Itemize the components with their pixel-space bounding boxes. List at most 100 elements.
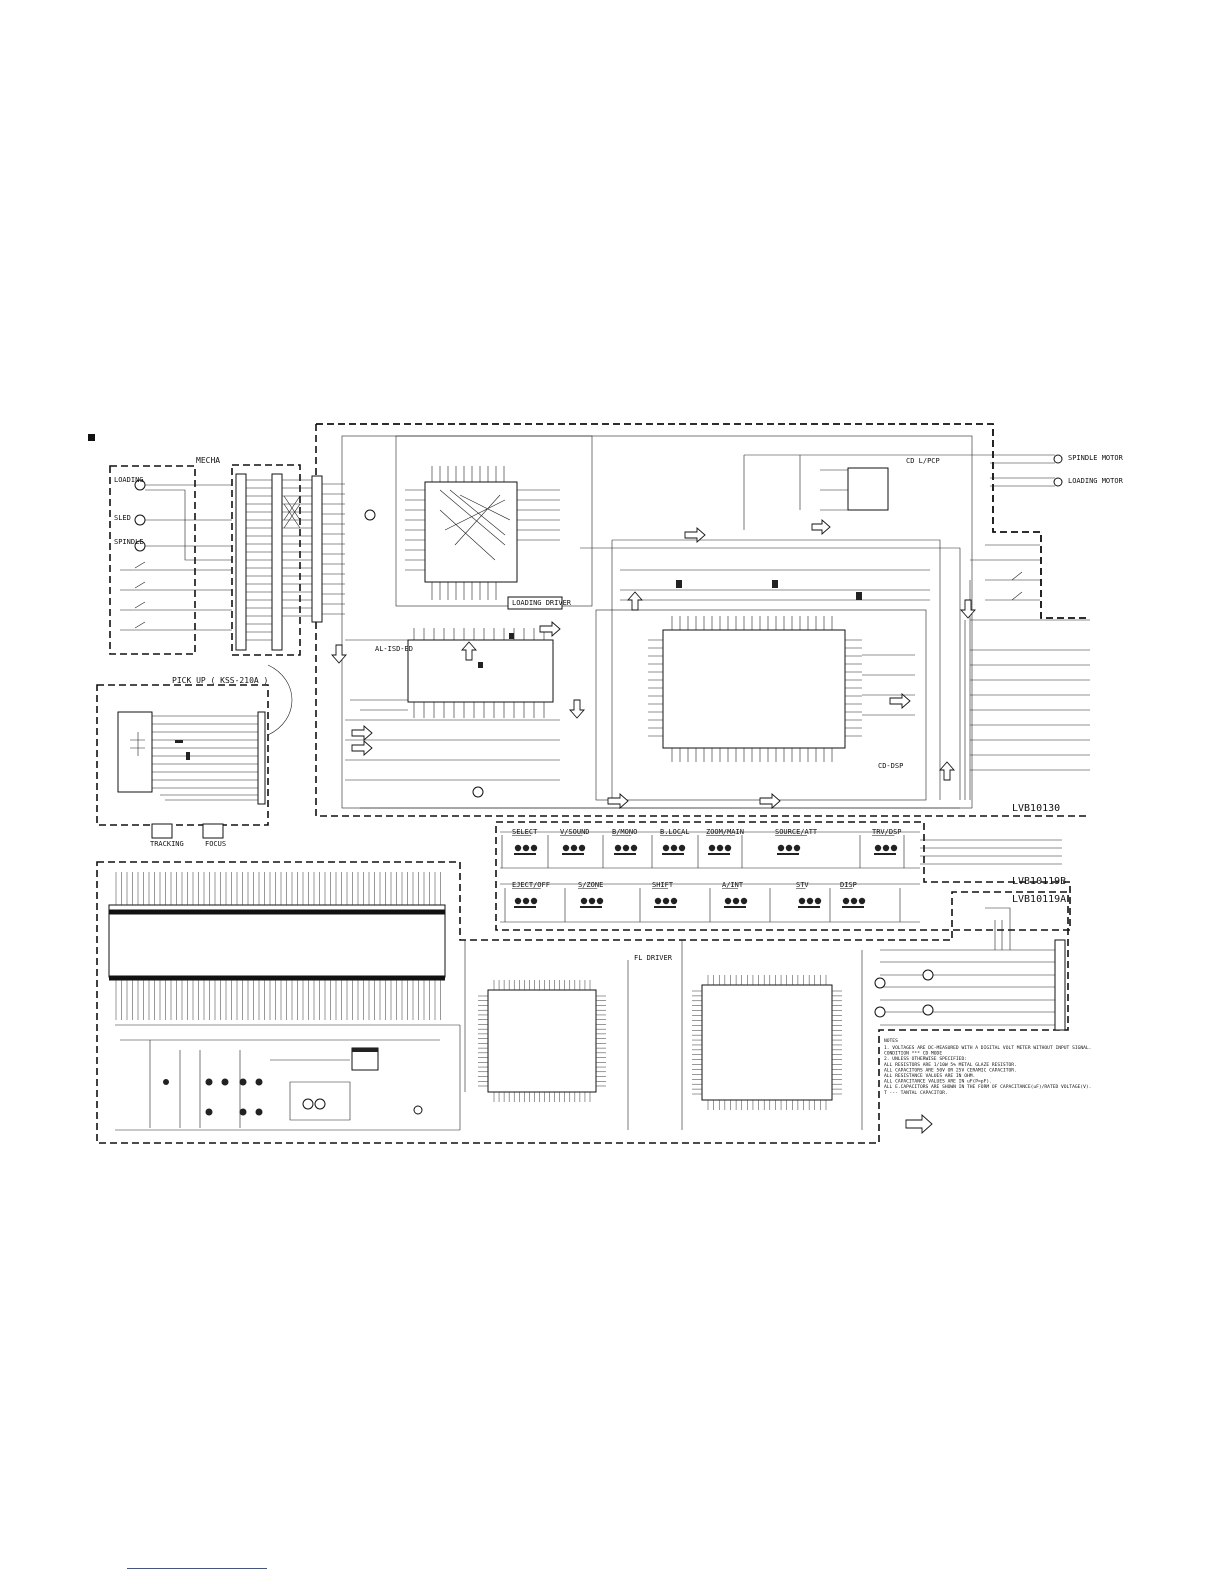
focus-label: FOCUS bbox=[205, 840, 226, 848]
notes-title: NOTES bbox=[884, 1038, 898, 1044]
key-switch[interactable] bbox=[777, 853, 799, 855]
key-led-icon bbox=[858, 897, 866, 905]
key-switch[interactable] bbox=[842, 906, 864, 908]
key-led-icon bbox=[708, 844, 716, 852]
key-led-icon bbox=[622, 844, 630, 852]
key-led-icon bbox=[806, 897, 814, 905]
key-led-icon bbox=[530, 844, 538, 852]
key-led-icon bbox=[630, 844, 638, 852]
key-led-icon bbox=[570, 844, 578, 852]
key-led-icon bbox=[562, 844, 570, 852]
spindle-label: SPINDLE MOTOR bbox=[1068, 454, 1124, 462]
key-led-icon bbox=[530, 897, 538, 905]
main-connector bbox=[311, 475, 345, 623]
key-label: B.LOCAL bbox=[660, 828, 690, 836]
key-led-icon bbox=[890, 844, 898, 852]
key-led-icon bbox=[882, 844, 890, 852]
connector-pins bbox=[235, 473, 312, 651]
key-label: SHIFT bbox=[652, 881, 674, 889]
notes-line: T --- TANTAL CAPACITOR. bbox=[884, 1090, 948, 1096]
display-board-outline bbox=[96, 861, 1069, 1144]
notes-line: ALL CAPACITORS ARE 50V OR 25V CERAMIC CA… bbox=[884, 1067, 1017, 1073]
key-led-icon bbox=[724, 844, 732, 852]
key-led-icon bbox=[716, 844, 724, 852]
notes-line: ALL RESISTANCE VALUES ARE IN OHM. bbox=[884, 1073, 975, 1079]
mecha-label: MECHA bbox=[196, 456, 220, 465]
key-led-icon bbox=[522, 844, 530, 852]
key-switch[interactable] bbox=[724, 906, 746, 908]
front-panel bbox=[500, 831, 1062, 923]
notes-line: ALL RESISTORS ARE 1/10W 5% METAL GLAZE R… bbox=[884, 1062, 1017, 1068]
pickup-components: TRACKING FOCUS bbox=[117, 664, 293, 848]
key-switch[interactable] bbox=[874, 853, 896, 855]
key-switch[interactable] bbox=[798, 906, 820, 908]
key-label: B/MONO bbox=[612, 828, 637, 836]
main-board-wiring: LOADING DRIVER AL-ISD-ED CD-DSP CD L/PCP… bbox=[341, 435, 1124, 809]
front-panel-outline bbox=[495, 821, 1071, 931]
cdlpcp-label: CD L/PCP bbox=[906, 457, 940, 465]
key-led-icon bbox=[670, 844, 678, 852]
board-label-lvb10130: LVB10130 bbox=[1012, 803, 1060, 814]
key-led-icon bbox=[514, 844, 522, 852]
key-switch[interactable] bbox=[514, 906, 536, 908]
board-label-lvb10119b: LVB10119B bbox=[1012, 876, 1066, 887]
key-led-icon bbox=[874, 844, 882, 852]
loading-label: LOADING MOTOR bbox=[1068, 477, 1124, 485]
key-led-icon bbox=[514, 897, 522, 905]
driver-label: LOADING DRIVER bbox=[512, 599, 572, 607]
key-switch[interactable] bbox=[708, 853, 730, 855]
key-led-icon bbox=[850, 897, 858, 905]
display-board: FL DRIVER bbox=[108, 872, 1066, 1131]
fl-driver-label: FL DRIVER bbox=[634, 954, 673, 962]
notes-line: ALL CAPACITANCE VALUES ARE IN uF(P=pF). bbox=[884, 1079, 992, 1085]
key-label: A/INT bbox=[722, 881, 744, 889]
svg-text:SPINDLE: SPINDLE bbox=[114, 538, 144, 546]
key-label: STV bbox=[796, 881, 809, 889]
key-label: V/SOUND bbox=[560, 828, 590, 836]
key-switch[interactable] bbox=[614, 853, 636, 855]
key-led-icon bbox=[724, 897, 732, 905]
key-led-icon bbox=[814, 897, 822, 905]
key-label: ZOOM/MAIN bbox=[706, 828, 744, 836]
pickup-outline bbox=[96, 684, 269, 826]
notes-line: 1. VOLTAGES ARE DC-MEASURED WITH A DIGIT… bbox=[884, 1045, 1091, 1051]
key-led-icon bbox=[732, 897, 740, 905]
key-led-icon bbox=[777, 844, 785, 852]
key-label: EJECT/OFF bbox=[512, 881, 550, 889]
notes-line: CONDITION *** CD MODE bbox=[884, 1051, 942, 1057]
key-switch[interactable] bbox=[514, 853, 536, 855]
key-switch[interactable] bbox=[654, 906, 676, 908]
fl-tube-pins-bottom bbox=[115, 980, 441, 1020]
key-led-icon bbox=[798, 897, 806, 905]
key-switch[interactable] bbox=[662, 853, 684, 855]
signal-arrows bbox=[331, 519, 976, 809]
mecha-outline bbox=[109, 465, 196, 655]
section-marker bbox=[88, 434, 95, 441]
key-led-icon bbox=[785, 844, 793, 852]
key-switch[interactable] bbox=[580, 906, 602, 908]
key-led-icon bbox=[578, 844, 586, 852]
key-switch[interactable] bbox=[562, 853, 584, 855]
ic2-label: CD-DSP bbox=[878, 762, 903, 770]
button-row-top: SELECT V/SOUND B/MONO B.LOCAL ZOOM/MAIN SOURC… bbox=[512, 828, 902, 855]
tracking-label: TRACKING bbox=[150, 840, 184, 848]
pickup-label: PICK UP ( KSS-210A ) bbox=[172, 676, 268, 685]
key-led-icon bbox=[522, 897, 530, 905]
key-label: TRV/DSP bbox=[872, 828, 902, 836]
key-led-icon bbox=[614, 844, 622, 852]
key-led-icon bbox=[588, 897, 596, 905]
key-label: SOURCE/ATT bbox=[775, 828, 818, 836]
key-led-icon bbox=[580, 897, 588, 905]
key-led-icon bbox=[662, 897, 670, 905]
key-led-icon bbox=[740, 897, 748, 905]
key-label: SELECT bbox=[512, 828, 538, 836]
fl-tube-pins-top bbox=[115, 872, 441, 905]
svg-text:SLED: SLED bbox=[114, 514, 131, 522]
footer-rule bbox=[127, 1568, 267, 1569]
ic1-label: AL-ISD-ED bbox=[375, 645, 413, 653]
key-label: S/ZONE bbox=[578, 881, 603, 889]
key-led-icon bbox=[596, 897, 604, 905]
key-led-icon bbox=[793, 844, 801, 852]
